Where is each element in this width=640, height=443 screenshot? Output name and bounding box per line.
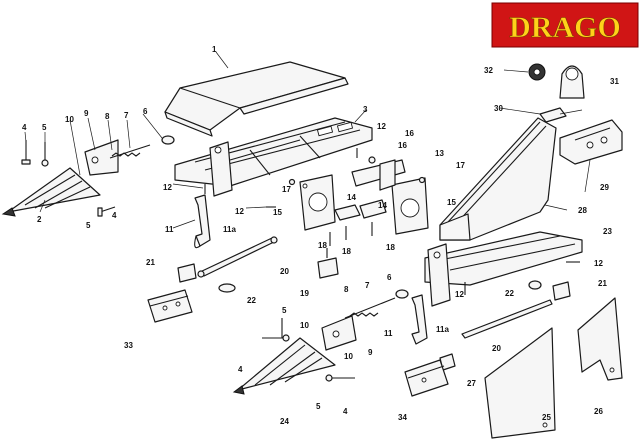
- callout-4-lower-a: 4: [238, 365, 243, 374]
- hood-cover-part-1: [164, 61, 349, 137]
- callout-12-right-b: 12: [594, 259, 603, 268]
- drago-logo-text: DRAGO: [509, 11, 621, 44]
- callout-26: 26: [594, 407, 603, 416]
- callout-13: 13: [435, 149, 444, 158]
- callout-5: 5: [42, 123, 47, 132]
- crop-divider-cone-part-2: [1, 167, 101, 217]
- callout-15-left: 15: [273, 208, 282, 217]
- callout-15-right: 15: [447, 198, 456, 207]
- callout-14-b: 14: [378, 201, 387, 210]
- skid-shoe-part-33: [147, 289, 193, 323]
- callout-23: 23: [603, 227, 612, 236]
- side-panel-part-25: [484, 327, 556, 439]
- callout-8-lower: 8: [344, 285, 349, 294]
- fitting-part-21-right: [552, 281, 571, 301]
- plate-part-30: [539, 107, 567, 123]
- callout-6: 6: [143, 107, 148, 116]
- callout-6-lower: 6: [387, 273, 392, 282]
- main-frame-part-3: [174, 117, 373, 197]
- callout-4: 4: [22, 123, 27, 132]
- wheel-housing-part-31: [559, 65, 585, 99]
- callout-12-right-a: 12: [455, 290, 464, 299]
- right-frame-part-23: [424, 231, 583, 307]
- crop-divider-cone-part-24: [232, 337, 336, 395]
- callout-16-a: 16: [405, 129, 414, 138]
- callout-21-right: 21: [598, 279, 607, 288]
- callout-9-lower: 9: [368, 348, 373, 357]
- callout-4-upper-b: 4: [112, 211, 117, 220]
- callout-18-b: 18: [342, 247, 351, 256]
- callout-32: 32: [484, 66, 493, 75]
- spring-clip-part-22: [218, 280, 542, 293]
- callout-labels: 1 2 3 4 5 6 7 8 9 10 11 11a 12 12 12 13 …: [22, 45, 619, 426]
- side-shield-part-26: [577, 297, 623, 381]
- callout-29: 29: [600, 183, 609, 192]
- callout-28: 28: [578, 206, 587, 215]
- tensioner-bracket-part-29: [559, 119, 623, 165]
- bracket-part-13: [351, 159, 406, 191]
- callout-17-right: 17: [456, 161, 465, 170]
- callout-5-upper-b: 5: [86, 221, 91, 230]
- hook-arm-part-11: [194, 194, 211, 249]
- callout-8: 8: [105, 112, 110, 121]
- callout-17-left: 17: [282, 185, 291, 194]
- center-divider-hood-part-28: [439, 117, 557, 241]
- callout-10-lower-a: 10: [300, 321, 309, 330]
- bolts-part-18: [329, 222, 373, 246]
- drago-logo: DRAGO: [491, 2, 639, 48]
- support-rod-part-20-upper: [197, 236, 278, 278]
- callout-30: 30: [494, 104, 503, 113]
- callout-4-lower-b: 4: [343, 407, 348, 416]
- clip-brackets-part-14: [334, 199, 387, 221]
- callout-12-c: 12: [377, 122, 386, 131]
- callout-11a-left: 11a: [223, 225, 236, 234]
- small-bolts: [204, 148, 580, 295]
- callout-27: 27: [467, 379, 476, 388]
- callout-18-a: 18: [318, 241, 327, 250]
- callout-19: 19: [300, 289, 309, 298]
- callout-31: 31: [610, 77, 619, 86]
- hook-arm-part-11-right: [411, 294, 428, 345]
- callout-24: 24: [280, 417, 289, 426]
- clip-part-19: [317, 248, 339, 279]
- sprocket-part-32: [528, 63, 546, 81]
- callout-11-left: 11: [165, 225, 174, 234]
- skid-shoe-part-34: [404, 359, 449, 397]
- callout-33: 33: [124, 341, 133, 350]
- callout-11a-right: 11a: [436, 325, 449, 334]
- lower-left-fasteners: [262, 289, 409, 382]
- callout-20-lower: 20: [492, 344, 501, 353]
- callout-22-left: 22: [247, 296, 256, 305]
- callout-14-a: 14: [347, 193, 356, 202]
- callout-25: 25: [542, 413, 551, 422]
- callout-1: 1: [212, 45, 217, 54]
- callout-10-lower-b: 10: [344, 352, 353, 361]
- callout-12-b: 12: [235, 207, 244, 216]
- support-rod-part-20-lower: [461, 299, 553, 339]
- leader-lines: [24, 51, 591, 229]
- callout-34: 34: [398, 413, 407, 422]
- callout-20-upper: 20: [280, 267, 289, 276]
- callout-11-right: 11: [384, 329, 393, 338]
- callout-10: 10: [65, 115, 74, 124]
- callout-5-lower-b: 5: [316, 402, 321, 411]
- fitting-part-21-left: [177, 263, 197, 283]
- callout-12-a: 12: [163, 183, 172, 192]
- callout-2: 2: [37, 215, 42, 224]
- callout-7: 7: [124, 111, 129, 120]
- side-plate-part-15-right: [391, 177, 429, 235]
- callout-5-lower-a: 5: [282, 306, 287, 315]
- callout-22-right: 22: [505, 289, 514, 298]
- callout-3: 3: [363, 105, 368, 114]
- callout-7-lower: 7: [365, 281, 370, 290]
- upper-left-fasteners: [21, 135, 175, 217]
- side-plate-part-15-left: [299, 174, 336, 231]
- callout-16-b: 16: [398, 141, 407, 150]
- callout-21-left: 21: [146, 258, 155, 267]
- callout-18-c: 18: [386, 243, 395, 252]
- callout-9: 9: [84, 109, 89, 118]
